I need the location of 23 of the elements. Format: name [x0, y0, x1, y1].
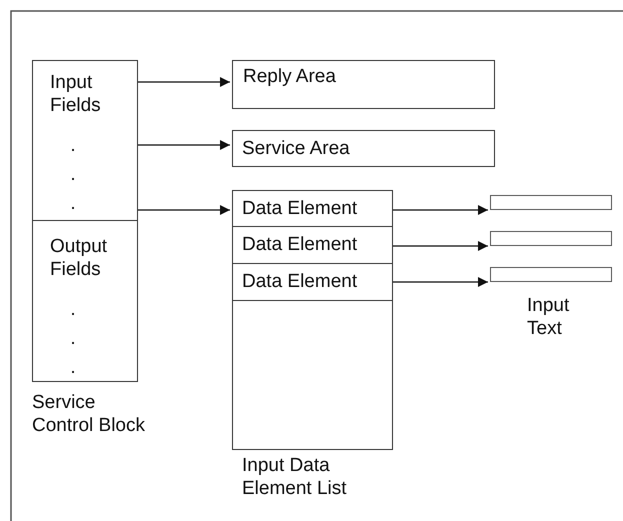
element-label: Data Element: [242, 197, 358, 220]
ellipsis-dots: . . .: [70, 298, 76, 380]
text-buffer-box: [490, 267, 612, 282]
block-caption: Service Control Block: [32, 391, 146, 437]
group-caption: Input Text: [527, 294, 570, 340]
element-label: Data Element: [242, 270, 358, 293]
area-label: Service Area: [242, 137, 350, 160]
arrow: [138, 77, 230, 87]
field-group-label: Input Fields: [50, 71, 102, 117]
field-group-label: Output Fields: [50, 235, 108, 281]
arrow: [393, 277, 488, 287]
text-buffer-box: [490, 231, 612, 246]
arrow: [393, 205, 488, 215]
text-buffer-box: [490, 195, 612, 210]
ellipsis-dots: . . .: [70, 134, 76, 216]
list-caption: Input Data Element List: [242, 454, 348, 500]
arrow: [393, 241, 488, 251]
area-box: [232, 60, 495, 109]
area-label: Reply Area: [243, 65, 336, 88]
arrow: [138, 205, 230, 215]
area-box: [232, 130, 495, 167]
arrow: [138, 140, 230, 150]
element-label: Data Element: [242, 233, 358, 256]
